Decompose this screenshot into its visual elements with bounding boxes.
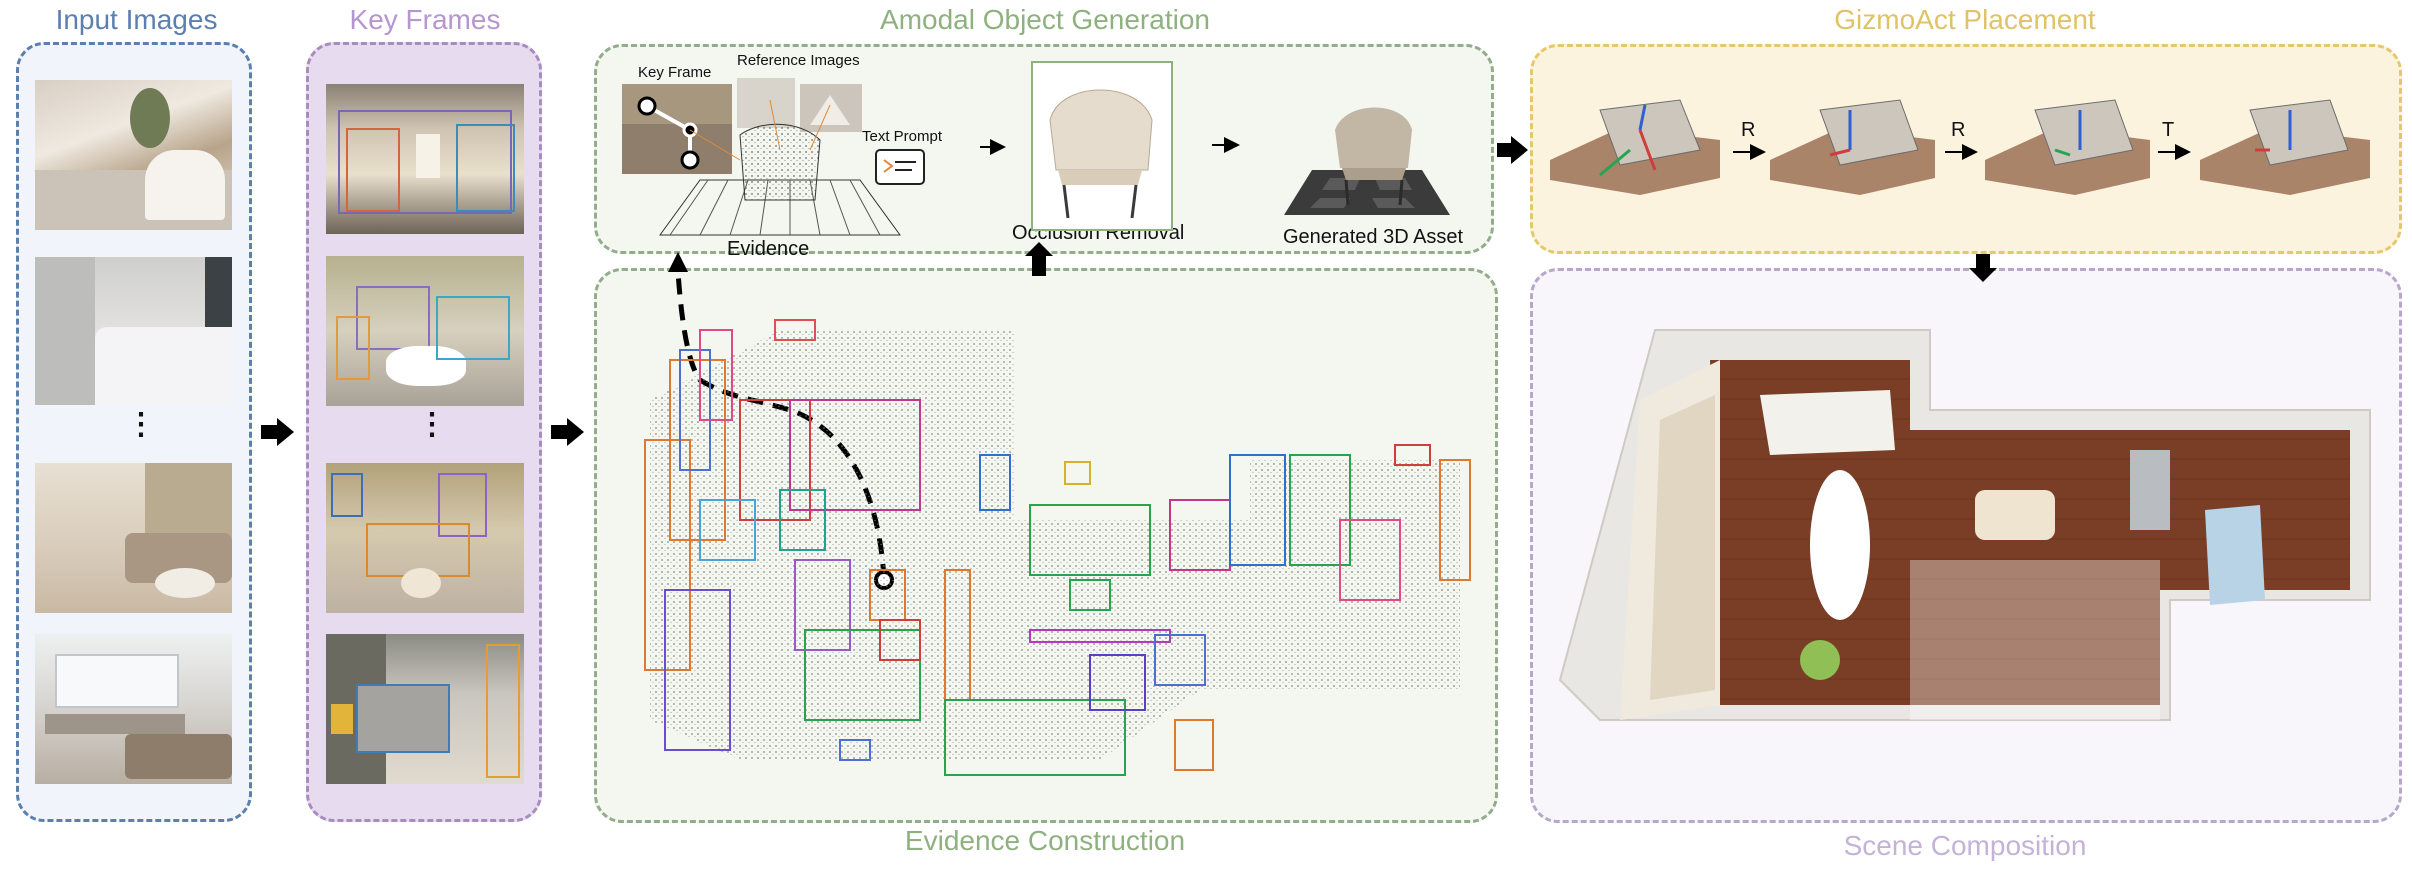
input-image-living-room bbox=[35, 463, 232, 613]
flow-arrow-input-to-keyframes bbox=[261, 418, 294, 446]
key-frame-2 bbox=[326, 256, 524, 406]
flow-arrow-evidence-to-occlusion bbox=[1025, 242, 1053, 276]
gizmo-scene-2 bbox=[1770, 99, 1935, 195]
key-frame-1 bbox=[326, 84, 524, 234]
gizmoact-placement-title: GizmoAct Placement bbox=[1834, 4, 2096, 35]
input-image-kitchen bbox=[35, 80, 232, 230]
flow-arrow-keyframes-to-evidence bbox=[551, 418, 584, 446]
text-prompt-label: Text Prompt bbox=[862, 128, 943, 145]
gizmo-op-1: R bbox=[1741, 119, 1756, 141]
scene-composition-title: Scene Composition bbox=[1843, 830, 2087, 861]
key-frame-3 bbox=[326, 463, 524, 613]
evidence-point-cloud bbox=[650, 330, 1460, 760]
gizmo-op-3: T bbox=[2162, 119, 2175, 141]
gizmo-scene-1 bbox=[1550, 99, 1720, 195]
gizmo-op-2: R bbox=[1951, 119, 1966, 141]
amodal-generation-title: Amodal Object Generation bbox=[880, 4, 1210, 35]
generated-3d-asset bbox=[1284, 107, 1450, 215]
occlusion-removal-chair bbox=[1031, 61, 1173, 231]
key-frame-label: Key Frame bbox=[638, 64, 712, 81]
reference-images-label: Reference Images bbox=[737, 52, 860, 69]
flow-arrow-amodal-to-gizmo bbox=[1497, 136, 1528, 164]
input-image-dining bbox=[35, 634, 232, 784]
generated-3d-asset-label: Generated 3D Asset bbox=[1283, 226, 1464, 248]
amodal-key-frame-image bbox=[622, 84, 732, 174]
evidence-label: Evidence bbox=[727, 238, 810, 260]
text-prompt-icon bbox=[875, 149, 925, 185]
scene-composition-render bbox=[1558, 329, 2371, 721]
amodal-reference-images bbox=[737, 78, 862, 132]
evidence-construction-title: Evidence Construction bbox=[904, 825, 1186, 856]
amodal-evidence-pointcloud bbox=[659, 99, 901, 236]
flow-arrow-gizmo-to-scene bbox=[1969, 254, 1997, 282]
input-images-title: Input Images bbox=[55, 4, 218, 35]
gizmo-scene-3 bbox=[1985, 99, 2150, 195]
gizmo-scene-4 bbox=[2200, 99, 2370, 195]
evidence-bounding-boxes bbox=[644, 319, 1471, 776]
evidence-link-arrowhead bbox=[668, 252, 688, 272]
input-image-bedroom bbox=[35, 257, 232, 405]
key-frames-title: Key Frames bbox=[349, 4, 501, 35]
key-frame-4 bbox=[326, 634, 524, 784]
